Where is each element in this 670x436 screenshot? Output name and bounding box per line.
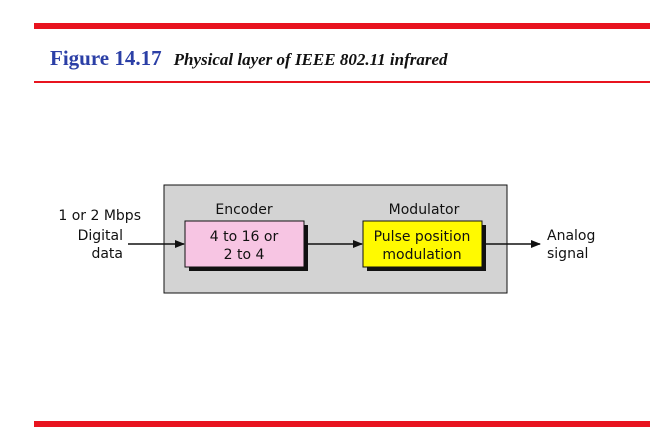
- modulator-box: [362, 220, 483, 268]
- encoder-label: Encoder: [215, 202, 272, 218]
- bottom-rule: [34, 421, 650, 427]
- encoder-box: [184, 220, 305, 268]
- figure-number: Figure 14.17: [50, 46, 162, 70]
- modulator-line1: Pulse position: [374, 229, 471, 245]
- encoder-line1: 4 to 16 or: [210, 229, 279, 245]
- input-data-label: data: [91, 246, 123, 262]
- modulator-label: Modulator: [389, 202, 460, 218]
- caption-rule: [34, 81, 650, 83]
- figure-caption: Figure 14.17 Physical layer of IEEE 802.…: [50, 46, 448, 71]
- modulator-line2: modulation: [382, 247, 461, 263]
- input-digital-label: Digital: [78, 228, 123, 244]
- output-analog-label: Analog: [547, 228, 595, 244]
- encoder-line2: 2 to 4: [224, 247, 265, 263]
- input-rate-label: 1 or 2 Mbps: [58, 208, 141, 224]
- figure-title: Physical layer of IEEE 802.11 infrared: [173, 50, 448, 69]
- output-signal-label: signal: [547, 246, 588, 262]
- top-rule: [34, 23, 650, 29]
